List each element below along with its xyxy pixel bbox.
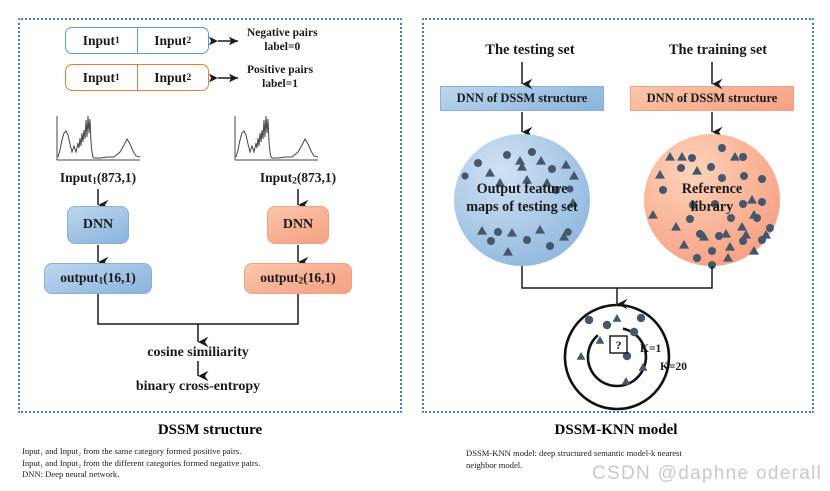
output-1-dims: (16,1) xyxy=(103,270,136,286)
reference-library-markers xyxy=(648,144,774,269)
left-panel-notes: Input₁ and Input₂ from the same category… xyxy=(22,446,402,481)
reference-library-label: Reference library xyxy=(657,180,767,216)
negative-pair-label: Negative pairs label=0 xyxy=(247,27,318,54)
testing-set-markers xyxy=(461,148,579,256)
knn-query-label: ? xyxy=(615,338,622,352)
negative-pair-cell-1-sub: 1 xyxy=(115,35,120,46)
input-1-spectrum xyxy=(56,115,141,161)
binary-cross-entropy-label: binary cross-entropy xyxy=(135,379,261,394)
left-panel-title: DSSM structure xyxy=(157,422,263,438)
right-note-1: DSSM-KNN model: deep structured semantic… xyxy=(466,448,682,458)
input-1-subscript: 1 xyxy=(92,176,97,187)
knn-inner-circle xyxy=(586,326,648,388)
negative-pair-label-line2: label=0 xyxy=(264,40,301,53)
input-2-spectrum xyxy=(234,115,319,161)
reference-library-line2: library xyxy=(690,199,734,215)
dssm-knn-panel xyxy=(422,18,814,413)
knn-outer-circle xyxy=(563,303,671,411)
training-set-label: The training set xyxy=(668,42,768,58)
output-1-subscript: 1 xyxy=(98,276,104,287)
reference-library-line1: Reference xyxy=(681,181,743,197)
input-2-subscript: 2 xyxy=(292,176,297,187)
positive-pair-cell-1-sub: 1 xyxy=(115,72,120,83)
output-feature-map-circle xyxy=(454,134,590,266)
input-2-dims: (873,1) xyxy=(296,170,337,185)
dnn-box-left: DNN xyxy=(67,206,129,244)
right-panel-notes: DSSM-KNN model: deep structured semantic… xyxy=(466,448,796,471)
knn-query-box xyxy=(609,335,628,354)
left-note-1: Input₁ and Input₂ from the same category… xyxy=(22,446,242,456)
positive-pair-label-line2: label=1 xyxy=(262,77,299,90)
knn-markers xyxy=(576,313,648,385)
knn-k1-label: K=1 xyxy=(640,343,662,355)
output-2-dims: (16,1) xyxy=(303,270,336,286)
dssm-structure-panel xyxy=(18,18,402,413)
negative-pair-cell-2-sub: 2 xyxy=(186,35,192,46)
input-1-dims: (873,1) xyxy=(96,170,137,185)
output-box-left: output1(16,1) xyxy=(44,263,152,294)
positive-pair-label: Positive pairs label=1 xyxy=(247,64,313,91)
output-2-subscript: 2 xyxy=(298,276,304,287)
output-feature-maps-label: Output feature maps of testing set xyxy=(457,180,587,216)
testing-set-label: The testing set xyxy=(485,42,575,58)
dnn-dssm-testing-box: DNN of DSSM structure xyxy=(440,86,604,111)
knn-k20-label: K=20 xyxy=(660,361,687,373)
input-2-caption: Input2(873,1) xyxy=(259,170,337,187)
cosine-similarity-label: cosine similiarity xyxy=(147,345,249,360)
output-feature-maps-line2: maps of testing set xyxy=(466,199,578,215)
right-note-2: neighbor model. xyxy=(466,459,523,470)
dnn-box-right: DNN xyxy=(267,206,329,244)
right-panel-title: DSSM-KNN model xyxy=(554,422,678,438)
input-1-caption: Input1(873,1) xyxy=(59,170,137,187)
output-feature-maps-line1: Output feature xyxy=(476,181,568,197)
left-note-3: DNN: Deep neural network. xyxy=(22,469,120,480)
negative-pair-label-line1: Negative pairs xyxy=(247,27,318,39)
positive-pair-cell-2-sub: 2 xyxy=(186,72,192,83)
output-box-right: output2(16,1) xyxy=(244,263,352,294)
csdn-watermark: CSDN @daphne oderall xyxy=(592,463,823,484)
positive-pair-label-line1: Positive pairs xyxy=(247,64,314,76)
left-note-2: Input₁ and Input₂ from the different cat… xyxy=(22,457,261,468)
